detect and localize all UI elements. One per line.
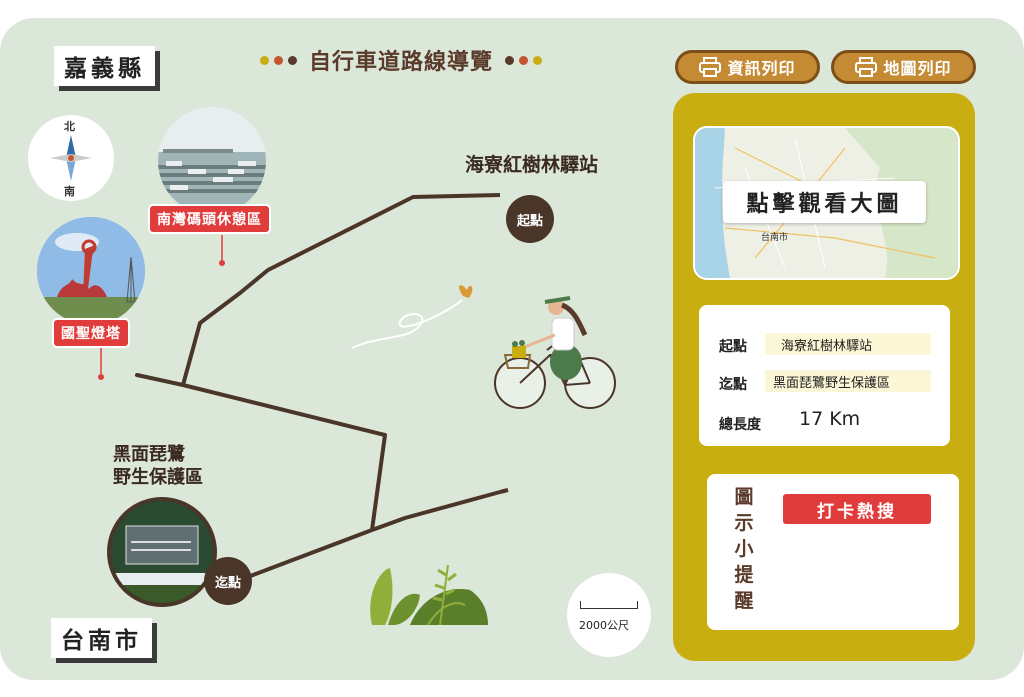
dot [533, 55, 543, 65]
end-label: 迄點 [719, 377, 747, 393]
title-dots-left [260, 55, 297, 65]
poi-label-lighthouse[interactable]: 國聖燈塔 [52, 318, 130, 348]
print-map-label: 地圖列印 [883, 59, 952, 78]
poi-dot-1 [219, 260, 225, 266]
compass: 北 南 [28, 115, 114, 201]
county-label-north: 嘉義縣 [54, 46, 155, 86]
printer-icon [855, 57, 878, 77]
compass-north: 北 [64, 120, 75, 133]
page-title: 自行車道路線導覽 [248, 44, 554, 76]
reserve-image [111, 501, 213, 603]
dot [505, 55, 515, 65]
tips-heading-char: 示 [734, 512, 754, 534]
route-info-card: 起點 海寮紅樹林驛站 迄點 黑面琵鷺野生保護區 總長度 17 Km [699, 305, 950, 446]
end-place-line1: 黑面琵鷺 [113, 444, 185, 465]
view-large-map-button[interactable]: 點擊觀看大圖 [723, 181, 926, 223]
page-title-text: 自行車道路線導覽 [309, 50, 494, 75]
scale-bar [580, 601, 638, 609]
start-label: 起點 [719, 339, 747, 355]
end-place-label: 黑面琵鷺 野生保護區 [113, 443, 203, 489]
poi-dot-2 [98, 374, 104, 380]
start-marker-text: 起點 [516, 213, 543, 229]
start-place-label: 海寮紅樹林驛站 [465, 154, 599, 176]
dot [274, 55, 283, 65]
cyclist-figure [512, 296, 588, 380]
dot [288, 55, 297, 65]
print-info-label: 資訊列印 [727, 59, 796, 78]
compass-south: 南 [64, 185, 75, 198]
plant-illustration [370, 564, 488, 626]
poi-photo-harbor[interactable] [158, 107, 266, 215]
map-thumbnail[interactable]: 點擊觀看大圖 台南市 [693, 126, 960, 280]
poi-label-harbor[interactable]: 南灣碼頭休憩區 [148, 204, 271, 234]
tips-heading-char: 小 [734, 538, 754, 560]
end-place-line2: 野生保護區 [113, 467, 203, 488]
tips-card: 圖 示 小 提 醒 打卡熱搜 [707, 474, 959, 630]
end-marker-text: 迄點 [214, 575, 241, 591]
tips-heading-char: 圖 [734, 486, 754, 508]
poi-photo-reserve[interactable] [107, 497, 217, 607]
length-value: 17 Km [799, 408, 861, 430]
bike-route-tail [499, 488, 509, 494]
print-map-button[interactable]: 地圖列印 [831, 50, 976, 84]
tips-heading-char: 提 [734, 564, 754, 586]
scale-text: 2000公尺 [579, 619, 629, 632]
harbor-image [158, 107, 266, 215]
end-value: 黑面琵鷺野生保護區 [765, 370, 931, 392]
flight-path-line [351, 299, 463, 349]
compass-needle-icon [50, 135, 92, 181]
printer-icon [699, 57, 722, 77]
length-label: 總長度 [719, 417, 761, 433]
poi-photo-lighthouse[interactable] [37, 217, 145, 325]
butterfly-icon [459, 285, 473, 298]
county-label-south: 台南市 [51, 618, 152, 658]
bike-route-branch [244, 528, 373, 580]
end-marker[interactable]: 迄點 [204, 557, 252, 605]
scale-badge: 2000公尺 [567, 573, 651, 657]
start-value: 海寮紅樹林驛站 [765, 333, 931, 355]
dot [260, 55, 269, 65]
tips-heading-char: 醒 [734, 590, 754, 612]
print-info-button[interactable]: 資訊列印 [675, 50, 820, 84]
title-dots-right [505, 55, 543, 65]
hot-checkin-button[interactable]: 打卡熱搜 [783, 494, 931, 524]
start-marker[interactable]: 起點 [506, 195, 554, 243]
lighthouse-image [37, 217, 145, 325]
map-city-label: 台南市 [761, 233, 789, 243]
tips-heading: 圖 示 小 提 醒 [733, 484, 755, 614]
dot [519, 55, 529, 65]
bike-route [135, 193, 501, 532]
